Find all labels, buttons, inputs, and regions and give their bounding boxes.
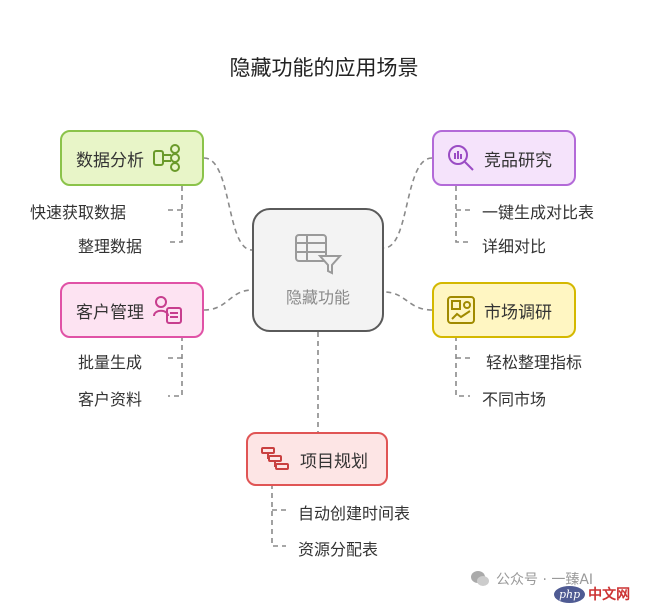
- table-filter-icon: [292, 232, 344, 276]
- node-competitor: 竞品研究: [432, 130, 576, 186]
- database-list-icon: [152, 143, 182, 173]
- link-data-analysis-items: [168, 186, 183, 243]
- link-market: [383, 291, 433, 311]
- project-item-2: 资源分配表: [298, 540, 379, 559]
- watermark: 公众号 · 一臻AI: [470, 569, 593, 589]
- node-label: 客户管理: [76, 302, 144, 323]
- user-card-icon: [152, 294, 184, 326]
- node-project: 项目规划: [246, 432, 388, 486]
- competitor-item-1: 一键生成对比表: [482, 203, 595, 222]
- link-market-items: [455, 336, 470, 397]
- link-data-analysis: [203, 157, 253, 251]
- site-logo-badge: php: [554, 585, 586, 603]
- market-item-2: 不同市场: [482, 390, 547, 409]
- link-project-items: [271, 484, 286, 547]
- watermark-text: 公众号 · 一臻AI: [496, 572, 594, 588]
- node-label: 数据分析: [76, 150, 144, 171]
- data-analysis-item-2: 整理数据: [78, 237, 143, 256]
- node-label: 项目规划: [300, 451, 368, 472]
- node-market: 市场调研: [432, 282, 576, 338]
- link-customer: [203, 289, 253, 311]
- link-competitor-items: [455, 186, 470, 243]
- center-label: 隐藏功能: [285, 288, 350, 307]
- node-label: 竞品研究: [484, 150, 552, 171]
- site-logo: php 中文网: [554, 584, 630, 604]
- node-customer: 客户管理: [60, 282, 204, 338]
- diagram-title: 隐藏功能的应用场景: [229, 56, 419, 80]
- competitor-item-2: 详细对比: [482, 237, 547, 256]
- data-analysis-item-1: 快速获取数据: [30, 203, 127, 222]
- site-logo-text: 中文网: [588, 587, 631, 603]
- customer-item-2: 客户资料: [78, 390, 143, 409]
- center-node: 隐藏功能: [252, 208, 384, 332]
- node-data-analysis: 数据分析: [60, 130, 204, 186]
- link-competitor: [383, 157, 433, 249]
- customer-item-1: 批量生成: [78, 353, 143, 372]
- project-item-1: 自动创建时间表: [298, 504, 411, 523]
- market-item-1: 轻松整理指标: [486, 353, 583, 372]
- magnify-chart-icon: [446, 143, 476, 173]
- gantt-icon: [260, 445, 290, 473]
- link-customer-items: [168, 336, 183, 397]
- node-label: 市场调研: [484, 302, 552, 323]
- dashboard-chart-icon: [446, 295, 476, 325]
- wechat-icon: [470, 570, 490, 588]
